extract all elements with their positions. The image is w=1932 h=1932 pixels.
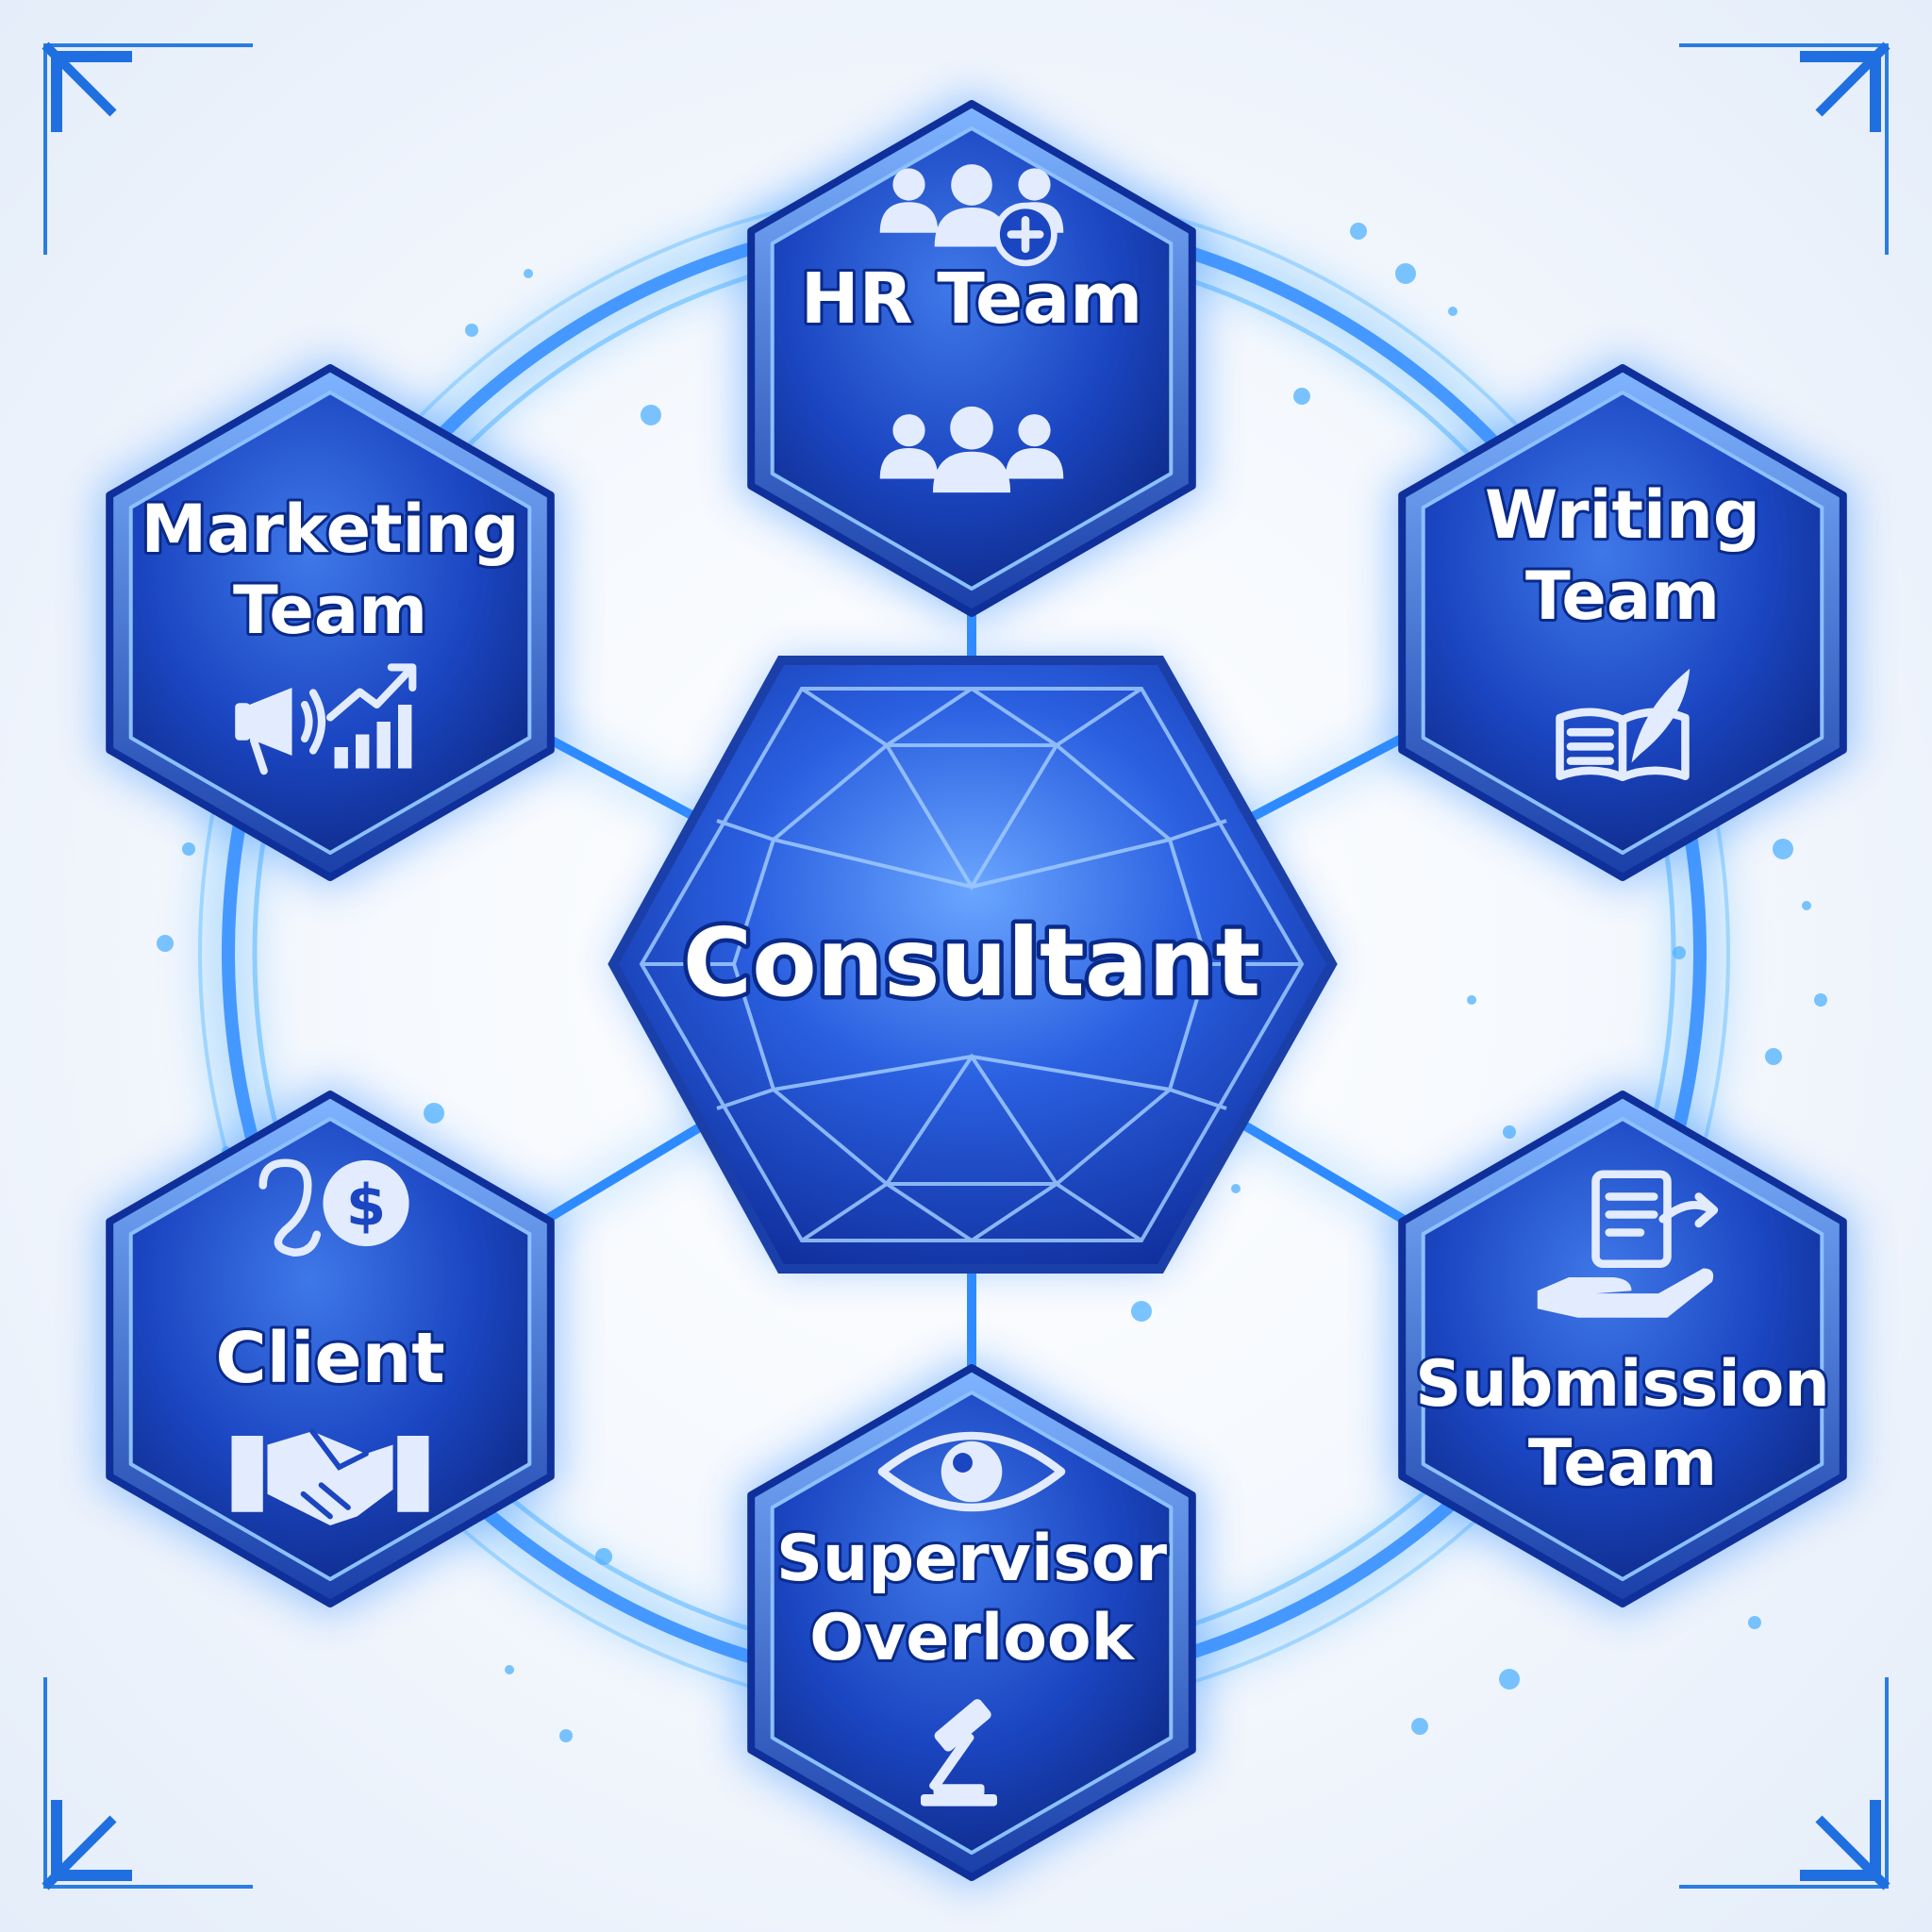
payment-icon: $ [258,1158,409,1257]
corner-decorations [42,42,1890,1890]
center-gem-shape [608,656,1338,1274]
people-add-icon [879,164,1064,267]
sparkle-dot [1350,223,1367,240]
sparkle-dot [1499,1669,1520,1690]
people-group-icon [879,406,1064,493]
sparkle-dot [1131,1301,1152,1322]
sparkle-dot [1802,901,1811,910]
node-hex-face [770,1391,1174,1855]
document-hand-icon [1537,1170,1719,1318]
sparkle-dot [1503,1125,1516,1139]
node-label-line: Supervisor [776,1522,1168,1596]
sparkle-dot [1765,1048,1782,1065]
node-label-line: Overlook [809,1601,1136,1675]
sparkle-dot [465,324,478,337]
node-label-line: Client [215,1318,444,1399]
eye-icon [877,1431,1066,1512]
gavel-icon [921,1699,997,1807]
node-label-line: Team [233,572,427,649]
sparkle-dot [1814,993,1827,1007]
node-client[interactable]: $ Client [98,1081,562,1617]
node-label-line: Submission [1415,1347,1830,1422]
corner-top-left [42,42,253,255]
sparkle-dot [1467,995,1476,1005]
corner-top-right [1679,42,1890,255]
megaphone-growth-icon [235,663,417,775]
sparkle-dot [1231,1184,1241,1193]
sparkle-dot [1748,1616,1761,1629]
sparkle-dot [424,1103,444,1124]
sparkle-dot [1395,263,1416,284]
sparkle-dot [641,405,661,425]
corner-bottom-left [42,1677,253,1890]
sparkle-dot [1673,946,1686,959]
node-hex-face [1421,1117,1824,1581]
sparkle-dot [505,1665,514,1674]
consultant-center-node[interactable]: Consultant [608,656,1338,1274]
sparkle-dot [182,842,195,856]
handshake-icon [231,1428,429,1525]
sparkle-dot [157,935,174,952]
node-label-line: Team [1528,1426,1717,1501]
book-quill-icon [1556,668,1690,781]
sparkle-dot [1448,307,1457,316]
sparkle-dot [595,1548,612,1565]
node-hex-face [1421,391,1824,855]
sparkle-dot [524,269,533,278]
sparkle-dot [1773,839,1793,859]
sparkle-dot [1411,1718,1428,1735]
center-label: Consultant [683,908,1261,1018]
center-gem-facets [639,687,1305,1242]
node-label-line: Team [1525,558,1720,635]
node-hex-face [128,391,532,855]
node-hex-face [128,1117,532,1581]
sparkle-dot [1293,388,1310,405]
node-label-line: Writing [1485,476,1760,554]
corner-bottom-right [1679,1677,1890,1890]
svg-text:$: $ [346,1173,386,1239]
node-hr[interactable]: HR Team [740,91,1204,626]
node-hex-face [770,126,1174,591]
node-label-line: Marketing [142,491,520,568]
node-label-line: HR Team [801,258,1143,340]
sparkle-dot [559,1729,573,1742]
